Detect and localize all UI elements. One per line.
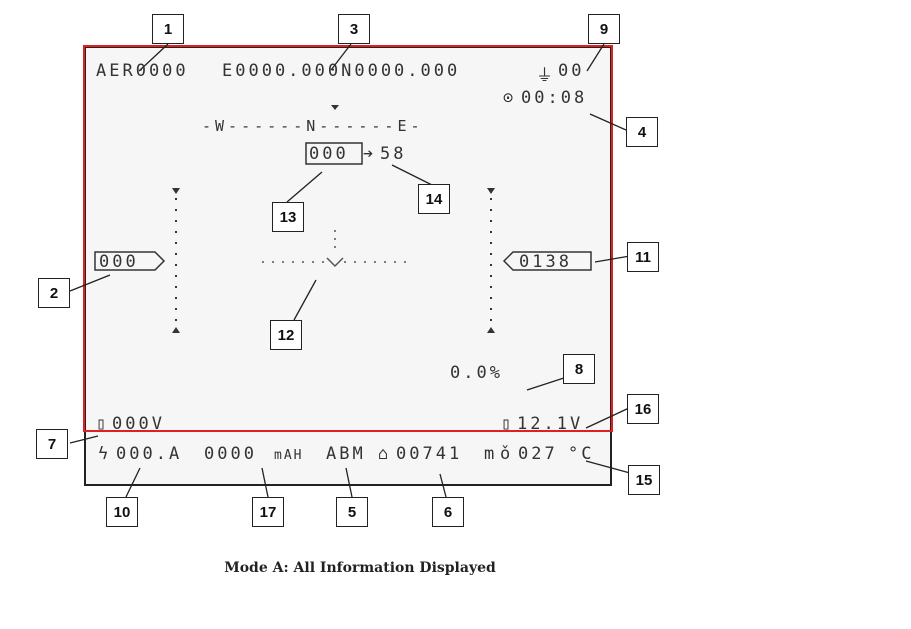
battery-icon-2: ▯ <box>501 414 515 434</box>
satellite-count: 00 <box>558 61 585 81</box>
battery-voltage-2: 12.1V <box>517 414 584 434</box>
battery-icon-1: ▯ <box>96 414 110 434</box>
flight-mode: ABM <box>326 444 366 464</box>
aer-readout: AER0000 <box>96 61 189 81</box>
temperature-unit: °C <box>568 444 595 464</box>
home-distance: 00741 <box>396 444 463 464</box>
callout-4: 4 <box>626 117 658 147</box>
altitude-value: 0138 <box>519 252 572 272</box>
callout-11: 11 <box>627 242 659 272</box>
capacity-unit: mAH <box>274 448 304 463</box>
callout-12: 12 <box>270 320 302 350</box>
speed-box <box>94 251 166 271</box>
current-value: 000.A <box>116 444 183 464</box>
compass-tape: -W------N------E- <box>202 117 424 135</box>
home-icon: ⌂ <box>378 444 392 464</box>
heading-delta: 58 <box>380 144 407 164</box>
altitude-box <box>502 251 592 271</box>
figure-caption: Mode A: All Information Displayed <box>224 560 496 576</box>
battery-voltage-1: 000V <box>112 414 165 434</box>
temperature-value: 027 <box>518 444 558 464</box>
lightning-icon: ϟ <box>98 444 112 464</box>
home-distance-unit: m <box>484 444 498 464</box>
red-highlight-frame <box>83 45 613 432</box>
leader-lines <box>69 43 631 498</box>
callout-14: 14 <box>418 184 450 214</box>
right-ladder <box>487 188 495 333</box>
callout-9: 9 <box>588 14 620 44</box>
osd-screen <box>84 46 612 486</box>
gps-coordinates: E0000.000N0000.000 <box>222 61 461 81</box>
callout-1: 1 <box>152 14 184 44</box>
callout-10: 10 <box>106 497 138 527</box>
callout-7: 7 <box>36 429 68 459</box>
callout-2: 2 <box>38 278 70 308</box>
speed-value: 000 <box>99 252 139 272</box>
callout-15: 15 <box>628 465 660 495</box>
callout-3: 3 <box>338 14 370 44</box>
compass-pointer <box>331 105 339 110</box>
clock-icon: ⊙ <box>503 88 517 108</box>
horizon-chevron <box>326 257 344 268</box>
left-ladder <box>172 188 180 333</box>
throttle-value: 0.0% <box>450 363 503 383</box>
callout-6: 6 <box>432 497 464 527</box>
callout-17: 17 <box>252 497 284 527</box>
flight-time: 00:08 <box>521 88 588 108</box>
satellite-icon: ⏚ <box>536 66 556 86</box>
heading-box <box>305 142 363 165</box>
home-arrow-icon: ➔ <box>363 144 377 164</box>
heading-value: 000 <box>309 144 349 164</box>
thermometer-icon: ǒ <box>500 444 514 464</box>
callout-8: 8 <box>563 354 595 384</box>
callout-5: 5 <box>336 497 368 527</box>
capacity-value: 0000 <box>204 444 257 464</box>
callout-16: 16 <box>627 394 659 424</box>
callout-13: 13 <box>272 202 304 232</box>
